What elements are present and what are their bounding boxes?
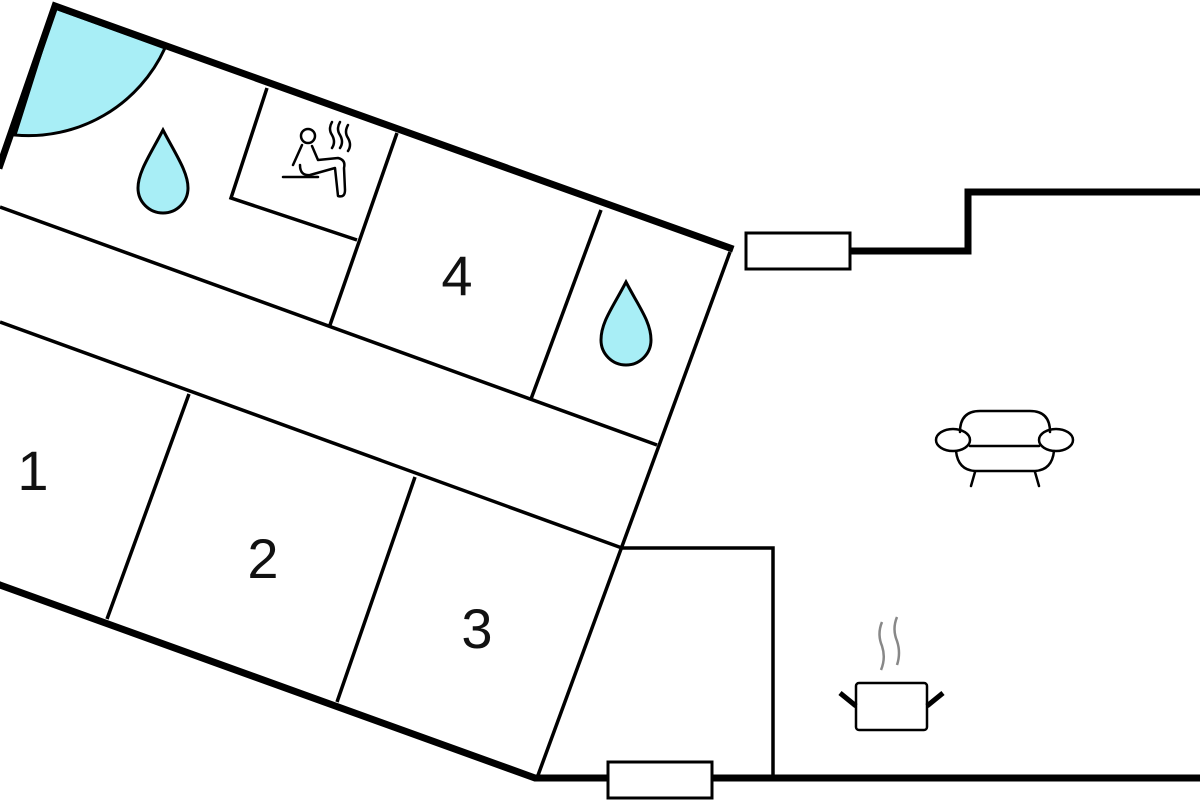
outer-wall-bottom [0,581,1200,782]
kitchen-wall [622,546,775,778]
shower-icon [13,6,168,138]
water-drop-icon [136,126,190,215]
water-drop-icon [599,278,653,367]
interior-wall [535,251,732,779]
window [606,760,714,800]
outer-wall-right [846,188,1200,255]
window [744,231,852,271]
room-label-4: 4 [441,244,472,307]
cooking-pot-icon [838,616,945,732]
outer-wall-top [0,1,735,253]
partition-wall [328,132,399,326]
sauna-icon [281,120,352,198]
room-label-2: 2 [247,527,278,590]
room-label-3: 3 [461,597,492,660]
room-label-1: 1 [17,439,48,502]
armchair-icon [934,409,1075,488]
corridor-wall-upper [0,205,658,447]
sauna-wall [228,87,358,242]
partition-wall [105,393,191,620]
partition-wall [335,476,417,703]
partition-wall [529,209,603,400]
corridor-wall-lower [0,320,623,550]
